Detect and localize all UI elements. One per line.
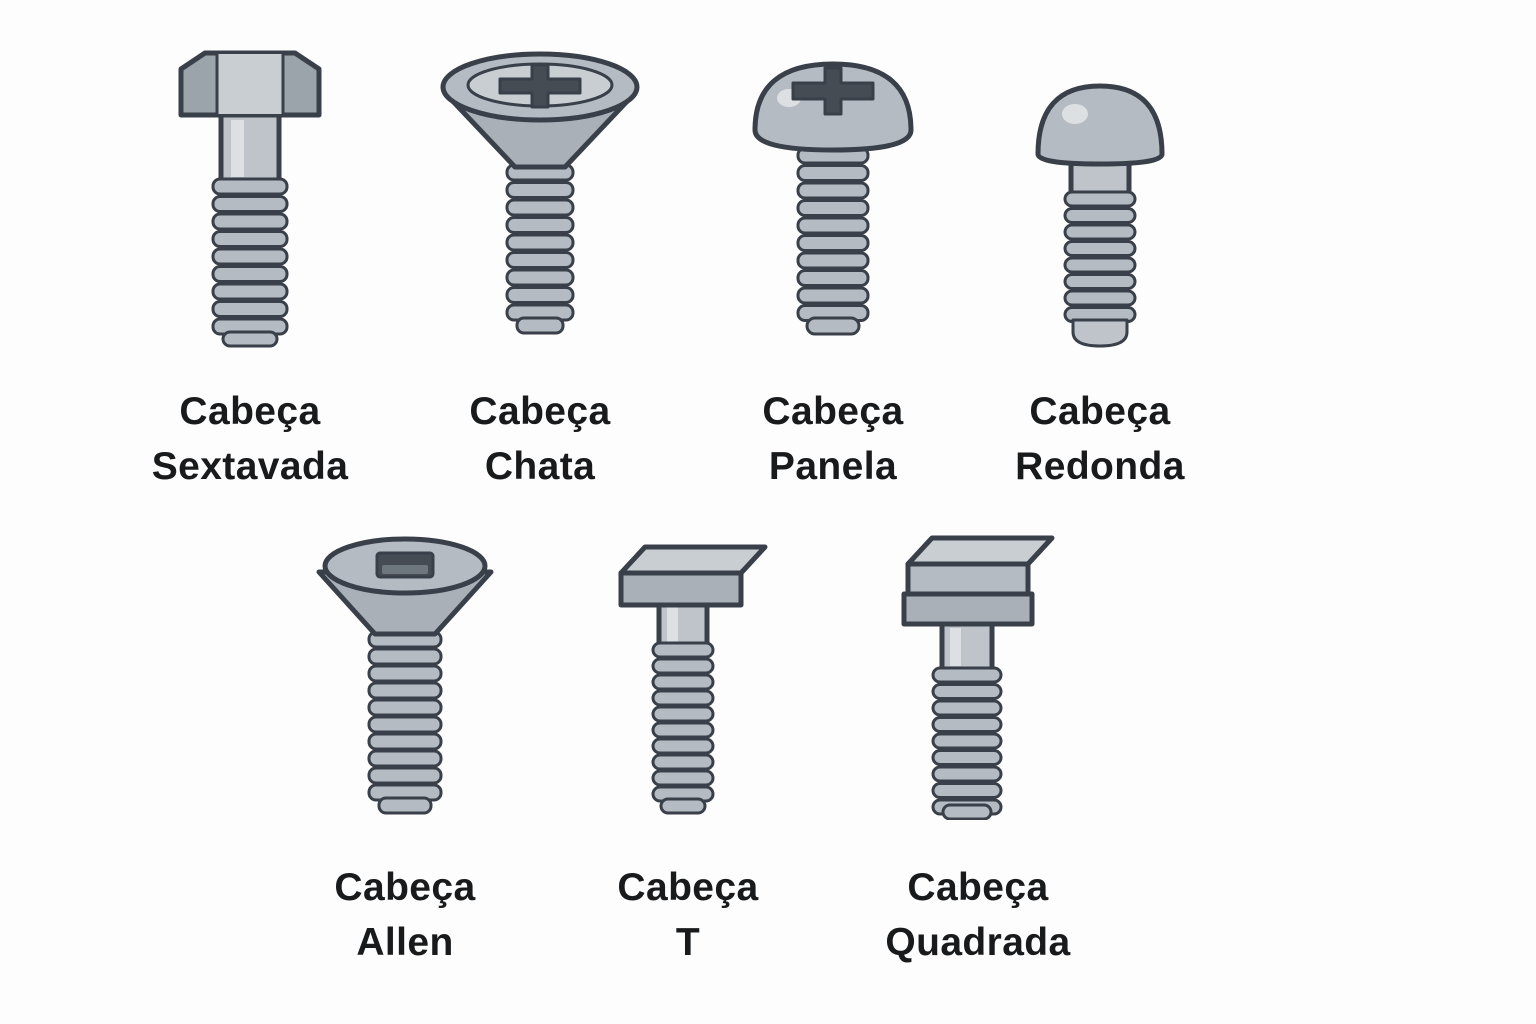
screw-art-t (603, 528, 773, 820)
allen-head-screw-icon (316, 536, 494, 815)
screw-label-sextavada: Cabeça Sextavada (152, 384, 349, 495)
hex-head-screw-icon (178, 50, 322, 348)
screw-art-redonda (1025, 45, 1175, 350)
screw-head-allen (316, 536, 494, 637)
screw-threads (211, 177, 289, 348)
screw-label-line2: Chata (484, 445, 596, 489)
screw-label-line1: Cabeça (617, 866, 759, 909)
screw-head-countersunk (440, 51, 640, 170)
screw-label-line2: Allen (356, 921, 454, 965)
square-head-screw-icon (901, 535, 1055, 820)
screw-label-chata: Cabeça Chata (469, 384, 610, 495)
screw-label-line2: T (675, 921, 701, 965)
screw-head-hex (178, 50, 322, 118)
screw-art-quadrada (888, 528, 1068, 820)
screw-head-round (1035, 83, 1165, 167)
screw-threads (931, 666, 1003, 820)
screw-head-pan (752, 61, 914, 153)
screw-figure-panela: Cabeça Panela (703, 45, 963, 495)
screw-head-square (901, 535, 1055, 627)
screw-figure-quadrada: Cabeça Quadrada (848, 528, 1108, 971)
screw-figure-allen: Cabeça Allen (275, 528, 535, 971)
phillips-cross-icon (498, 63, 582, 109)
flat-head-screw-icon (440, 51, 640, 335)
screw-label-line2: Panela (768, 445, 898, 489)
screw-figure-t: Cabeça T (558, 528, 818, 971)
screw-shank (939, 621, 995, 673)
screw-label-line2: Sextavada (151, 445, 349, 489)
screw-label-quadrada: Cabeça Quadrada (885, 860, 1070, 971)
screw-label-redonda: Cabeça Redonda (1015, 384, 1185, 495)
screw-figure-sextavada: Cabeça Sextavada (120, 45, 380, 495)
screw-shank (218, 112, 282, 184)
pan-head-screw-icon (752, 61, 914, 336)
screw-label-line2: Quadrada (885, 921, 1071, 965)
screw-label-line1: Cabeça (334, 866, 476, 909)
screw-label-line2: Redonda (1015, 445, 1185, 489)
screw-threads (796, 146, 870, 336)
screw-label-line1: Cabeça (1029, 390, 1171, 433)
screw-threads (1063, 190, 1137, 348)
screw-label-t: Cabeça T (617, 860, 758, 971)
screw-head-t (618, 544, 768, 608)
screw-label-panela: Cabeça Panela (762, 384, 903, 495)
screw-threads (651, 641, 715, 815)
screw-label-line1: Cabeça (762, 390, 904, 433)
screw-threads (367, 630, 443, 815)
screw-figure-redonda: Cabeça Redonda (970, 45, 1230, 495)
screw-label-allen: Cabeça Allen (334, 860, 475, 971)
screw-art-panela (743, 45, 923, 350)
screw-figure-chata: Cabeça Chata (410, 45, 670, 495)
t-head-screw-icon (618, 544, 768, 815)
phillips-cross-icon (791, 66, 875, 116)
screw-threads (505, 163, 575, 335)
screw-art-chata (435, 45, 645, 350)
screw-label-line1: Cabeça (179, 390, 321, 433)
screw-art-allen (305, 528, 505, 820)
round-head-screw-icon (1035, 83, 1165, 348)
screw-label-line1: Cabeça (469, 390, 611, 433)
screw-label-line1: Cabeça (907, 866, 1049, 909)
screw-art-sextavada (165, 45, 335, 350)
screw-shank (656, 598, 710, 648)
